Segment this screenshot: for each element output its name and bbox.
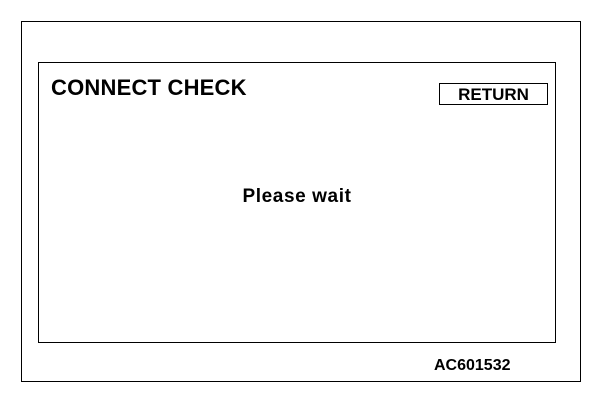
status-message: Please wait: [242, 186, 352, 207]
screen-title: CONNECT CHECK: [51, 75, 247, 100]
return-button[interactable]: RETURN: [439, 83, 548, 105]
figure-frame: [21, 21, 581, 382]
figure-code: AC601532: [434, 357, 511, 374]
tester-screen: CONNECT CHECK RETURN Please wait: [38, 62, 556, 343]
